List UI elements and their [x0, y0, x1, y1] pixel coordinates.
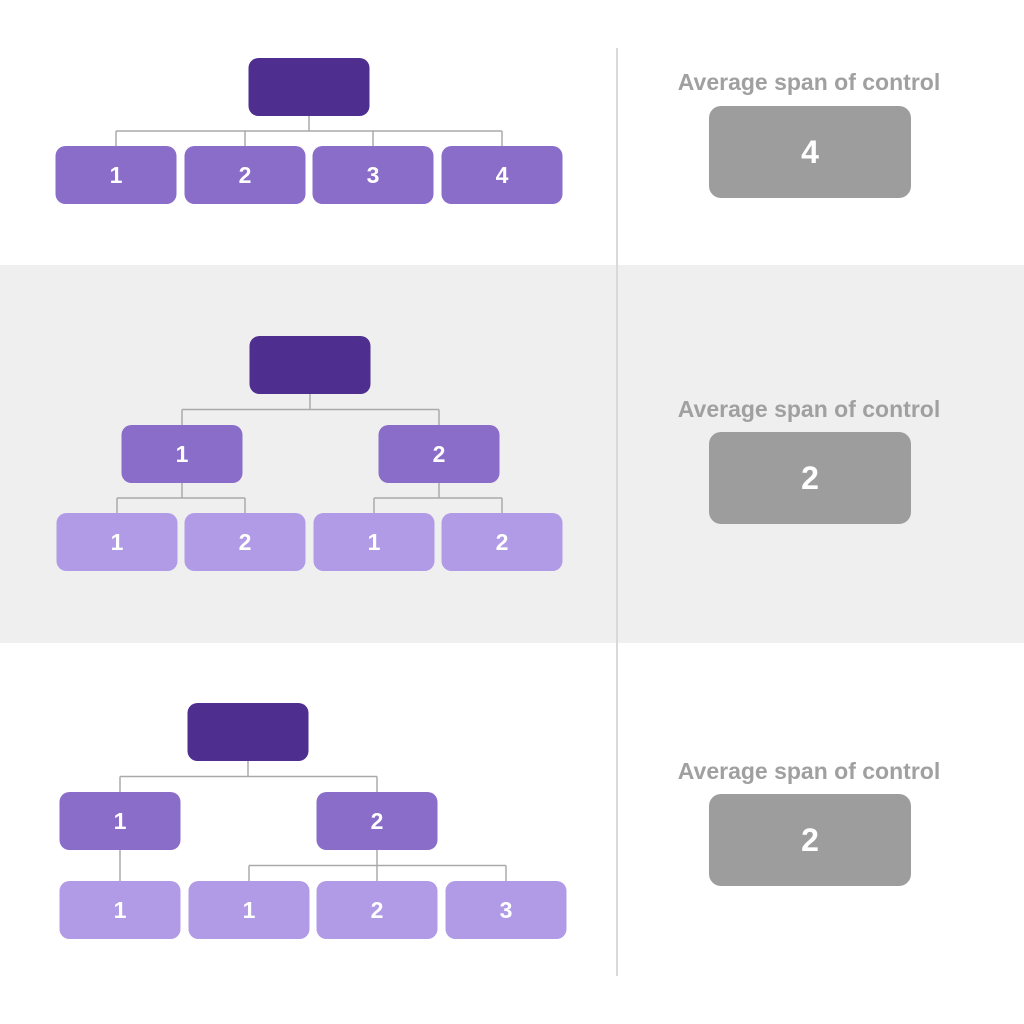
employee-node: 3 — [445, 881, 567, 939]
employee-node: 2 — [316, 881, 438, 939]
employee-node: 1 — [188, 881, 310, 939]
root-node — [248, 58, 370, 116]
node-label: 1 — [110, 162, 123, 188]
node-label: 1 — [368, 529, 381, 555]
manager-node: 1 — [59, 792, 181, 850]
node-label: 3 — [367, 162, 380, 188]
column-divider — [616, 643, 618, 976]
employee-node: 1 — [56, 513, 178, 571]
node-label: 3 — [500, 897, 513, 923]
employee-node: 2 — [184, 513, 306, 571]
manager-node: 4 — [441, 146, 563, 204]
metric-label: Average span of control — [677, 396, 941, 422]
employee-node: 1 — [313, 513, 435, 571]
metric-label: Average span of control — [677, 69, 941, 95]
org-chart-example-2: 1 1 2 2 1 2 — [56, 336, 563, 571]
metric-value-box: 4 — [709, 106, 911, 198]
org-chart-example-3: 1 1 2 1 2 3 — [59, 703, 567, 939]
metric-label: Average span of control — [677, 758, 941, 784]
node-label: 1 — [176, 441, 189, 467]
node-label: 2 — [496, 529, 509, 555]
node-label: 2 — [239, 529, 252, 555]
node-label: 2 — [433, 441, 446, 467]
manager-node: 2 — [378, 425, 500, 483]
node-label: 1 — [243, 897, 256, 923]
root-node — [187, 703, 309, 761]
org-chart-example-1: 1 2 3 4 — [55, 58, 563, 204]
root-node — [249, 336, 371, 394]
manager-node: 1 — [121, 425, 243, 483]
employee-node: 1 — [59, 881, 181, 939]
manager-node: 1 — [55, 146, 177, 204]
metric-value-box: 2 — [709, 432, 911, 524]
manager-node: 3 — [312, 146, 434, 204]
node-label: 2 — [371, 897, 384, 923]
employee-node: 2 — [441, 513, 563, 571]
manager-node: 2 — [184, 146, 306, 204]
column-divider — [616, 48, 618, 265]
node-label: 1 — [114, 808, 127, 834]
manager-node: 2 — [316, 792, 438, 850]
node-label: 4 — [496, 162, 509, 188]
node-label: 2 — [239, 162, 252, 188]
column-divider — [616, 265, 618, 643]
node-label: 1 — [114, 897, 127, 923]
node-label: 1 — [111, 529, 124, 555]
metric-value-box: 2 — [709, 794, 911, 886]
node-label: 2 — [371, 808, 384, 834]
